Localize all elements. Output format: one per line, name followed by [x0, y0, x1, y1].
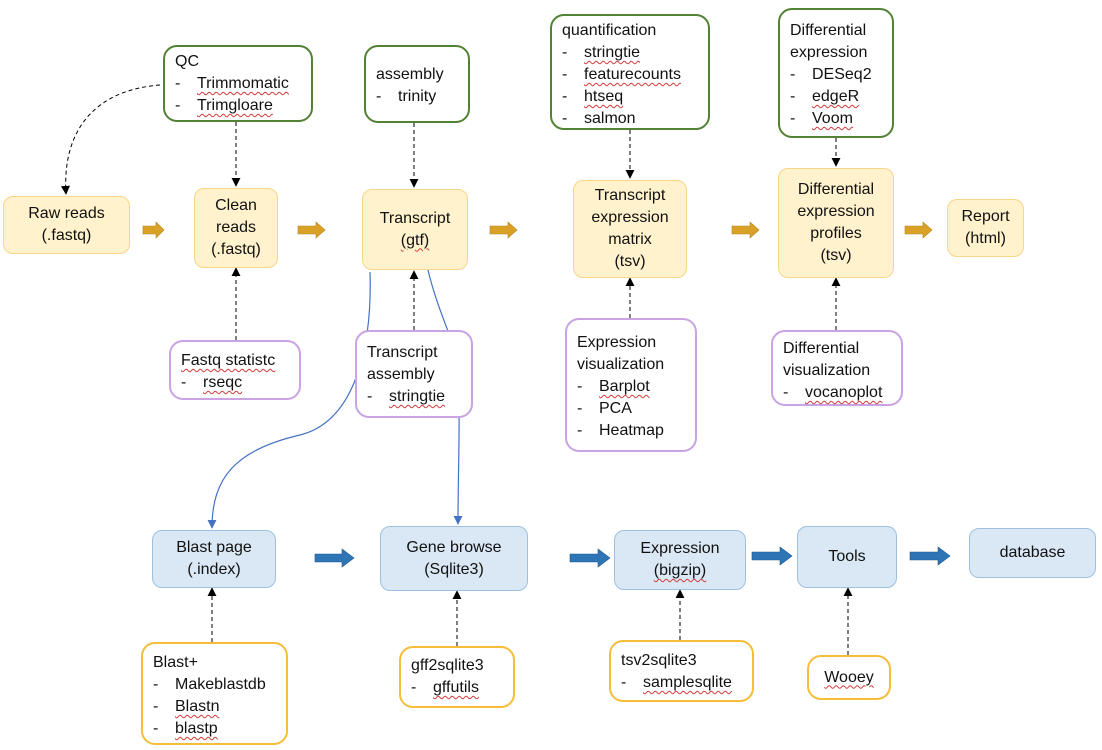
fastqstat-item-rseqc: -rseqc	[181, 374, 243, 391]
matrix-label-2: expression	[591, 209, 669, 226]
profiles-label-3: profiles	[810, 225, 862, 242]
quantification-tools-box: quantification -stringtie -featurecounts…	[550, 14, 710, 130]
exprvis-item-pca: -PCA	[577, 400, 632, 417]
matrix-label-3: matrix	[608, 231, 652, 248]
exprvis-title-line2: visualization	[577, 356, 665, 373]
gene-browse-node: Gene browse (Sqlite3)	[380, 526, 528, 591]
expression-visualization-box: Expression visualization -Barplot -PCA -…	[565, 318, 697, 452]
database-label: database	[999, 544, 1066, 561]
blast-page-node: Blast page (.index)	[152, 530, 276, 588]
qc-item-trimmomatic: -Trimmomatic	[175, 75, 289, 92]
dashed-arrow-qc-to-raw	[61, 84, 161, 195]
flow-arrow-profiles-to-report	[904, 221, 933, 239]
blastplus-item-blastn: -Blastn	[153, 698, 220, 715]
matrix-label-1: Transcript	[594, 187, 666, 204]
diffexp-item-deseq2: -DESeq2	[790, 66, 872, 83]
diffexp-tools-box: Differential expression -DESeq2 -edgeR -…	[778, 8, 894, 138]
tassembly-title-line1: Transcript	[367, 344, 438, 361]
quantification-title: quantification	[562, 22, 657, 39]
assembly-tools-box: assembly -trinity	[364, 45, 470, 123]
expression-page-node: Expression (bigzip)	[614, 530, 746, 590]
report-node: Report (html)	[947, 199, 1024, 257]
fastqstat-title: Fastq statistc	[181, 352, 276, 369]
raw-reads-label: Raw reads	[28, 205, 105, 222]
wooey-title: Wooey	[824, 668, 874, 686]
tsv2sqlite-title: tsv2sqlite3	[621, 652, 697, 669]
database-node: database	[969, 528, 1096, 578]
qc-tools-box: QC -Trimmomatic -Trimgloare	[163, 45, 313, 122]
flow-arrow-raw-to-clean	[142, 221, 165, 239]
flow-arrow-genebrowse-to-expression	[569, 548, 611, 568]
transcript-node: Transcript (gtf)	[362, 189, 468, 270]
blastplus-item-blastp: -blastp	[153, 720, 218, 737]
gene-browse-label: Gene browse	[406, 538, 502, 556]
diffvis-item-vocanoplot: -vocanoplot	[783, 384, 883, 401]
diffexp-title-line1: Differential	[790, 22, 867, 39]
tools-node: Tools	[797, 526, 897, 588]
tools-label: Tools	[828, 548, 866, 565]
quant-item-stringtie: -stringtie	[562, 44, 641, 61]
profiles-format: (tsv)	[820, 247, 852, 264]
report-format: (html)	[965, 230, 1006, 247]
profiles-label-2: expression	[797, 203, 875, 220]
fastq-statistic-box: Fastq statistc -rseqc	[169, 340, 301, 400]
qc-title: QC	[175, 53, 199, 70]
assembly-item-trinity: -trinity	[376, 88, 437, 105]
diffexp-title-line2: expression	[790, 44, 868, 61]
expression-matrix-node: Transcript expression matrix (tsv)	[573, 180, 687, 278]
qc-item-trimgloare: -Trimgloare	[175, 97, 273, 114]
exprvis-item-barplot: -Barplot	[577, 378, 650, 395]
tsv2sqlite-item-samplesqlite: -samplesqlite	[621, 674, 732, 691]
clean-reads-label-2: reads	[215, 219, 257, 236]
transcript-format: (gtf)	[400, 231, 430, 249]
clean-reads-node: Clean reads (.fastq)	[194, 188, 278, 268]
expression-page-label: Expression	[640, 540, 720, 557]
flow-arrow-clean-to-transcript	[297, 221, 326, 239]
blast-page-format: (.index)	[187, 561, 241, 578]
transcript-assembly-box: Transcript assembly -stringtie	[355, 330, 473, 418]
blastplus-item-makeblastdb: -Makeblastdb	[153, 676, 266, 693]
blast-page-label: Blast page	[176, 539, 252, 556]
clean-reads-format: (.fastq)	[211, 241, 261, 258]
clean-reads-label-1: Clean	[215, 197, 257, 214]
blast-plus-box: Blast+ -Makeblastdb -Blastn -blastp	[141, 642, 288, 745]
wooey-box: Wooey	[807, 655, 891, 700]
diffvis-title-line2: visualization	[783, 362, 871, 379]
transcript-label: Transcript	[379, 209, 451, 227]
tassembly-item-stringtie: -stringtie	[367, 388, 446, 405]
quant-item-featurecounts: -featurecounts	[562, 66, 681, 83]
diffexp-profiles-node: Differential expression profiles (tsv)	[778, 168, 894, 278]
matrix-format: (tsv)	[614, 253, 646, 270]
diffexp-item-voom: -Voom	[790, 110, 853, 127]
gene-browse-format: (Sqlite3)	[424, 560, 484, 578]
flow-arrow-matrix-to-profiles	[731, 221, 760, 239]
quant-item-htseq: -htseq	[562, 88, 624, 105]
quant-item-salmon: -salmon	[562, 110, 636, 127]
diffvis-title-line1: Differential	[783, 340, 860, 357]
exprvis-title-line1: Expression	[577, 334, 657, 351]
gff2sqlite-title: gff2sqlite3	[411, 657, 484, 674]
flow-arrow-tools-to-database	[909, 546, 951, 566]
gff2sqlite-item-gffutils: -gffutils	[411, 679, 479, 696]
diffexp-item-edger: -edgeR	[790, 88, 860, 105]
gff2sqlite-box: gff2sqlite3 -gffutils	[399, 646, 515, 708]
curve-arrow-transcript-to-blast	[207, 271, 371, 529]
exprvis-item-heatmap: -Heatmap	[577, 422, 664, 439]
report-label: Report	[961, 208, 1010, 225]
expression-page-format: (bigzip)	[653, 562, 707, 579]
blastplus-title: Blast+	[153, 654, 198, 671]
tsv2sqlite-box: tsv2sqlite3 -samplesqlite	[609, 640, 754, 702]
flow-arrow-transcript-to-matrix	[489, 221, 518, 239]
flow-arrow-expression-to-tools	[751, 546, 793, 566]
tassembly-title-line2: assembly	[367, 366, 435, 383]
diff-visualization-box: Differential visualization -vocanoplot	[771, 330, 903, 406]
flow-arrow-blast-to-genebrowse	[314, 548, 355, 568]
raw-reads-format: (.fastq)	[41, 227, 92, 244]
profiles-label-1: Differential	[797, 181, 875, 198]
raw-reads-node: Raw reads (.fastq)	[3, 196, 130, 254]
assembly-title: assembly	[376, 66, 444, 83]
